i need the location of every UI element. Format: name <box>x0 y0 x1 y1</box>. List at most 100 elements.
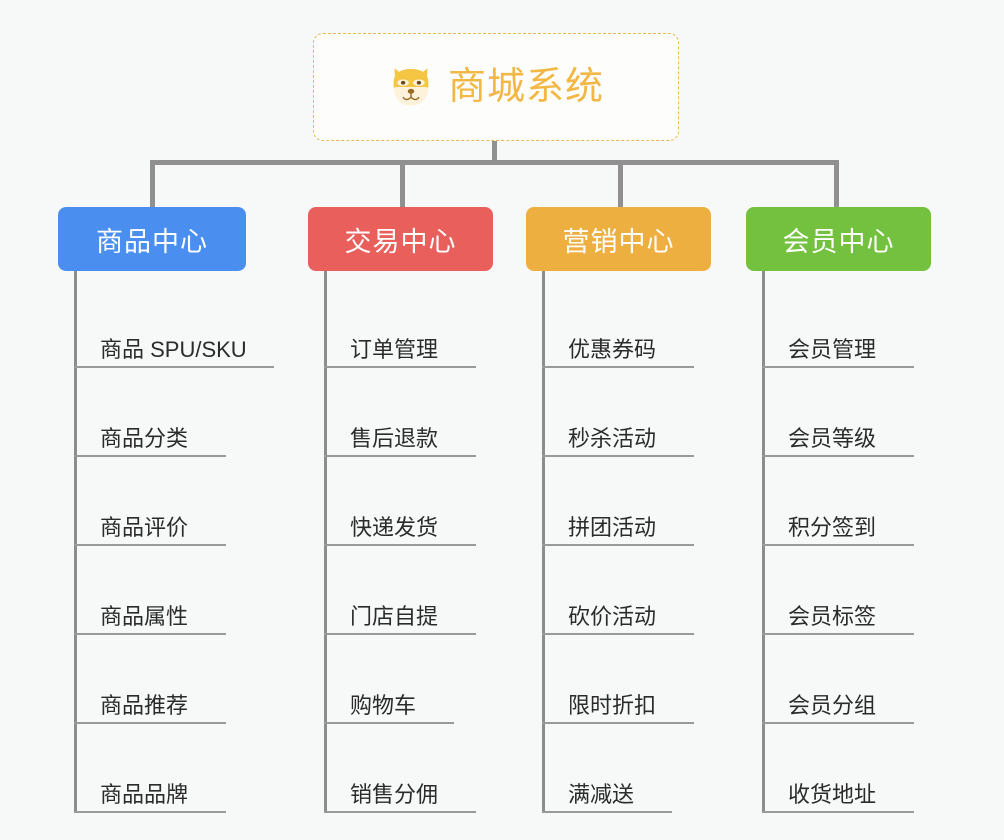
leaf-item[interactable]: 满减送 <box>526 724 711 813</box>
branch-drop-connector-2 <box>400 160 405 208</box>
leaf-item[interactable]: 收货地址 <box>746 724 931 813</box>
leaf-underline <box>762 633 914 635</box>
leaf-underline <box>74 544 226 546</box>
leaf-underline <box>762 366 914 368</box>
leaf-underline <box>324 633 476 635</box>
leaf-label: 商品 SPU/SKU <box>100 336 247 362</box>
branch-header-label-3: 营销中心 <box>562 226 675 257</box>
leaf-item[interactable]: 会员管理 <box>746 279 931 368</box>
leaf-label: 拼团活动 <box>568 514 657 540</box>
leaf-item[interactable]: 拼团活动 <box>526 457 711 546</box>
branch-spine-2 <box>324 271 327 813</box>
leaf-label: 商品属性 <box>100 603 189 629</box>
leaf-label: 会员等级 <box>788 425 877 451</box>
leaf-underline <box>324 722 454 724</box>
branch-header-label-2: 交易中心 <box>344 226 457 257</box>
branch-leaf-list-1: 商品 SPU/SKU 商品分类 商品评价 商品属性 商品推荐 商品品牌 <box>58 271 274 813</box>
leaf-item[interactable]: 会员等级 <box>746 368 931 457</box>
leaf-underline <box>74 455 226 457</box>
leaf-underline <box>324 544 476 546</box>
leaf-label: 会员管理 <box>788 336 877 362</box>
branch-leaf-list-3: 优惠券码 秒杀活动 拼团活动 砍价活动 限时折扣 满减送 <box>526 271 711 813</box>
branch-drop-connector-3 <box>618 160 623 208</box>
leaf-label: 收货地址 <box>788 781 877 807</box>
leaf-underline <box>762 544 914 546</box>
leaf-label: 优惠券码 <box>568 336 657 362</box>
leaf-item[interactable]: 商品品牌 <box>58 724 248 813</box>
leaf-item[interactable]: 商品 SPU/SKU <box>58 279 274 368</box>
leaf-underline <box>324 366 476 368</box>
branch-header-1[interactable]: 商品中心 <box>58 207 246 271</box>
branch-column-4: 会员中心 会员管理 会员等级 积分签到 会员标签 会员分组 <box>746 207 931 813</box>
leaf-underline <box>74 633 226 635</box>
leaf-underline <box>324 811 476 813</box>
branch-spine-1 <box>74 271 77 813</box>
branch-header-4[interactable]: 会员中心 <box>746 207 931 271</box>
branch-horizontal-connector <box>150 160 839 165</box>
leaf-label: 销售分佣 <box>350 781 439 807</box>
root-title: 商城系统 <box>447 66 604 108</box>
leaf-underline <box>74 366 274 368</box>
leaf-label: 售后退款 <box>350 425 439 451</box>
branch-header-3[interactable]: 营销中心 <box>526 207 711 271</box>
leaf-underline <box>542 811 672 813</box>
branch-column-2: 交易中心 订单管理 售后退款 快递发货 门店自提 购物车 <box>308 207 493 813</box>
leaf-item[interactable]: 秒杀活动 <box>526 368 711 457</box>
leaf-item[interactable]: 商品评价 <box>58 457 248 546</box>
leaf-label: 购物车 <box>350 692 417 718</box>
leaf-item[interactable]: 会员分组 <box>746 635 931 724</box>
branch-spine-3 <box>542 271 545 813</box>
leaf-item[interactable]: 购物车 <box>308 635 493 724</box>
branch-spine-4 <box>762 271 765 813</box>
leaf-item[interactable]: 砍价活动 <box>526 546 711 635</box>
leaf-item[interactable]: 商品属性 <box>58 546 248 635</box>
leaf-underline <box>542 633 694 635</box>
leaf-underline <box>542 544 694 546</box>
leaf-label: 快递发货 <box>350 514 439 540</box>
leaf-underline <box>74 722 226 724</box>
leaf-item[interactable]: 商品推荐 <box>58 635 248 724</box>
leaf-item[interactable]: 售后退款 <box>308 368 493 457</box>
leaf-item[interactable]: 订单管理 <box>308 279 493 368</box>
leaf-item[interactable]: 门店自提 <box>308 546 493 635</box>
leaf-item[interactable]: 限时折扣 <box>526 635 711 724</box>
leaf-label: 订单管理 <box>350 336 439 362</box>
leaf-underline <box>762 455 914 457</box>
leaf-underline <box>542 722 694 724</box>
leaf-item[interactable]: 优惠券码 <box>526 279 711 368</box>
leaf-label: 商品推荐 <box>100 692 189 718</box>
leaf-label: 砍价活动 <box>568 603 657 629</box>
leaf-item[interactable]: 销售分佣 <box>308 724 493 813</box>
leaf-item[interactable]: 快递发货 <box>308 457 493 546</box>
leaf-item[interactable]: 会员标签 <box>746 546 931 635</box>
branch-header-2[interactable]: 交易中心 <box>308 207 493 271</box>
leaf-underline <box>542 366 694 368</box>
leaf-label: 商品评价 <box>100 514 189 540</box>
branch-column-3: 营销中心 优惠券码 秒杀活动 拼团活动 砍价活动 限时折扣 <box>526 207 711 813</box>
branch-header-label-4: 会员中心 <box>782 226 895 257</box>
leaf-label: 门店自提 <box>350 603 439 629</box>
leaf-label: 会员标签 <box>788 603 877 629</box>
leaf-item[interactable]: 积分签到 <box>746 457 931 546</box>
leaf-label: 满减送 <box>568 781 635 807</box>
branch-header-label-1: 商品中心 <box>96 226 208 257</box>
leaf-label: 秒杀活动 <box>568 425 657 451</box>
branch-drop-connector-1 <box>150 160 155 208</box>
leaf-item[interactable]: 商品分类 <box>58 368 248 457</box>
leaf-underline <box>74 811 226 813</box>
branch-column-1: 商品中心 商品 SPU/SKU 商品分类 商品评价 商品属性 商品推荐 <box>58 207 274 813</box>
leaf-label: 限时折扣 <box>568 692 657 718</box>
leaf-underline <box>762 811 914 813</box>
root-node[interactable]: 商城系统 <box>313 33 679 141</box>
branch-drop-connector-4 <box>834 160 839 208</box>
leaf-label: 商品品牌 <box>100 781 189 807</box>
leaf-underline <box>762 722 914 724</box>
branch-leaf-list-2: 订单管理 售后退款 快递发货 门店自提 购物车 销售分佣 <box>308 271 493 813</box>
root-trunk-connector <box>492 141 497 163</box>
leaf-label: 商品分类 <box>100 425 189 451</box>
leaf-label: 积分签到 <box>788 514 877 540</box>
leaf-label: 会员分组 <box>788 692 877 718</box>
leaf-underline <box>324 455 476 457</box>
shiba-dog-icon <box>393 68 429 106</box>
